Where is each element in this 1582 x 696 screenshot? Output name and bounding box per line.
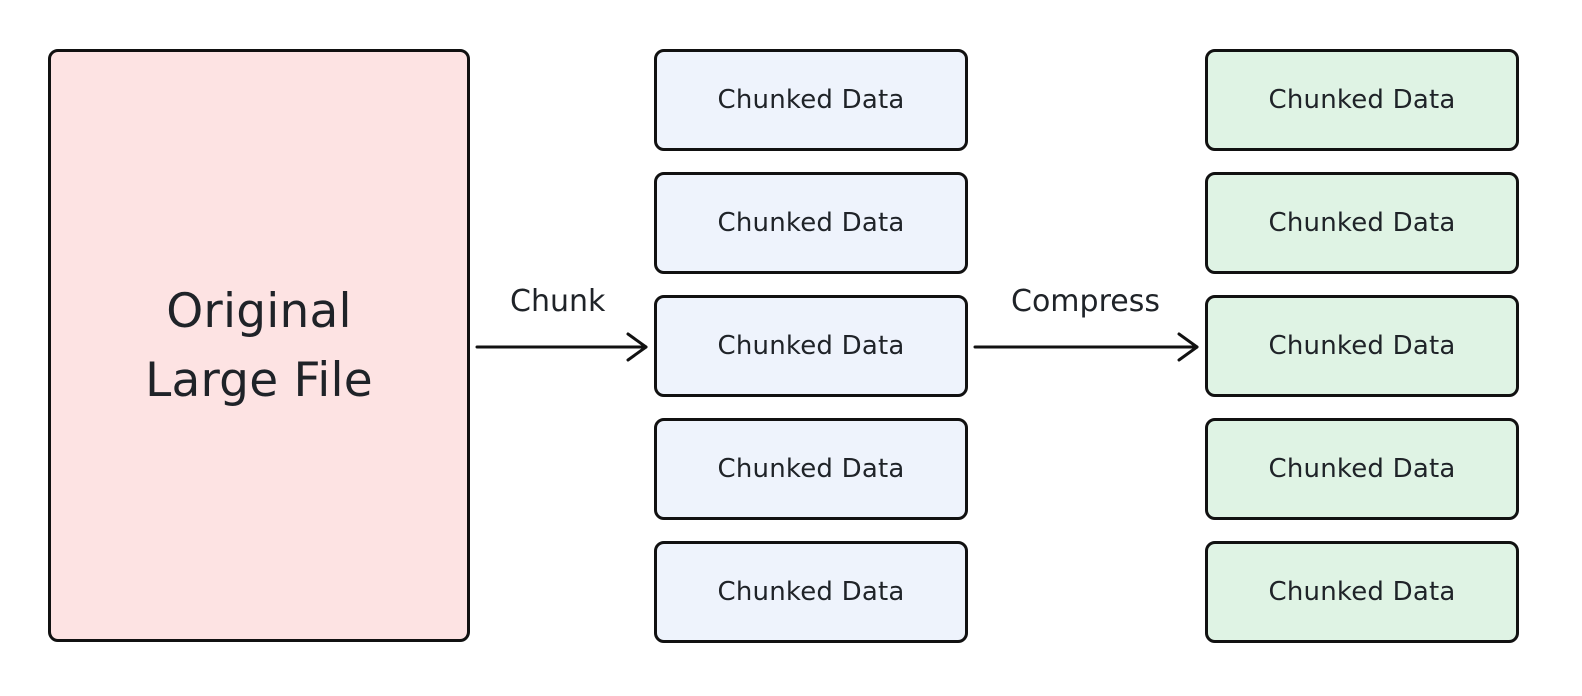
chunked-data-box: Chunked Data [654,418,968,520]
chunked-data-label: Chunked Data [717,454,905,484]
chunked-data-box: Chunked Data [654,49,968,151]
chunked-data-label: Chunked Data [717,331,905,361]
compressed-data-label: Chunked Data [1268,577,1456,607]
compressed-data-label: Chunked Data [1268,208,1456,238]
compressed-data-box: Chunked Data [1205,172,1519,274]
chunked-data-label: Chunked Data [717,208,905,238]
chunked-data-box: Chunked Data [654,172,968,274]
compress-arrow-head-icon [1177,332,1199,362]
chunked-data-label: Chunked Data [717,85,905,115]
compressed-data-label: Chunked Data [1268,331,1456,361]
original-file-label: Original Large File [145,283,373,408]
compress-edge-label: Compress [1011,284,1160,319]
chunked-data-box: Chunked Data [654,541,968,643]
chunked-data-box: Chunked Data [654,295,968,397]
original-file-box: Original Large File [48,49,470,642]
compressed-data-label: Chunked Data [1268,85,1456,115]
compressed-data-label: Chunked Data [1268,454,1456,484]
compressed-data-box: Chunked Data [1205,49,1519,151]
compressed-data-box: Chunked Data [1205,295,1519,397]
compressed-data-box: Chunked Data [1205,541,1519,643]
chunk-edge-label: Chunk [510,284,606,319]
chunk-arrow-head-icon [626,332,648,362]
chunked-data-label: Chunked Data [717,577,905,607]
compressed-data-box: Chunked Data [1205,418,1519,520]
